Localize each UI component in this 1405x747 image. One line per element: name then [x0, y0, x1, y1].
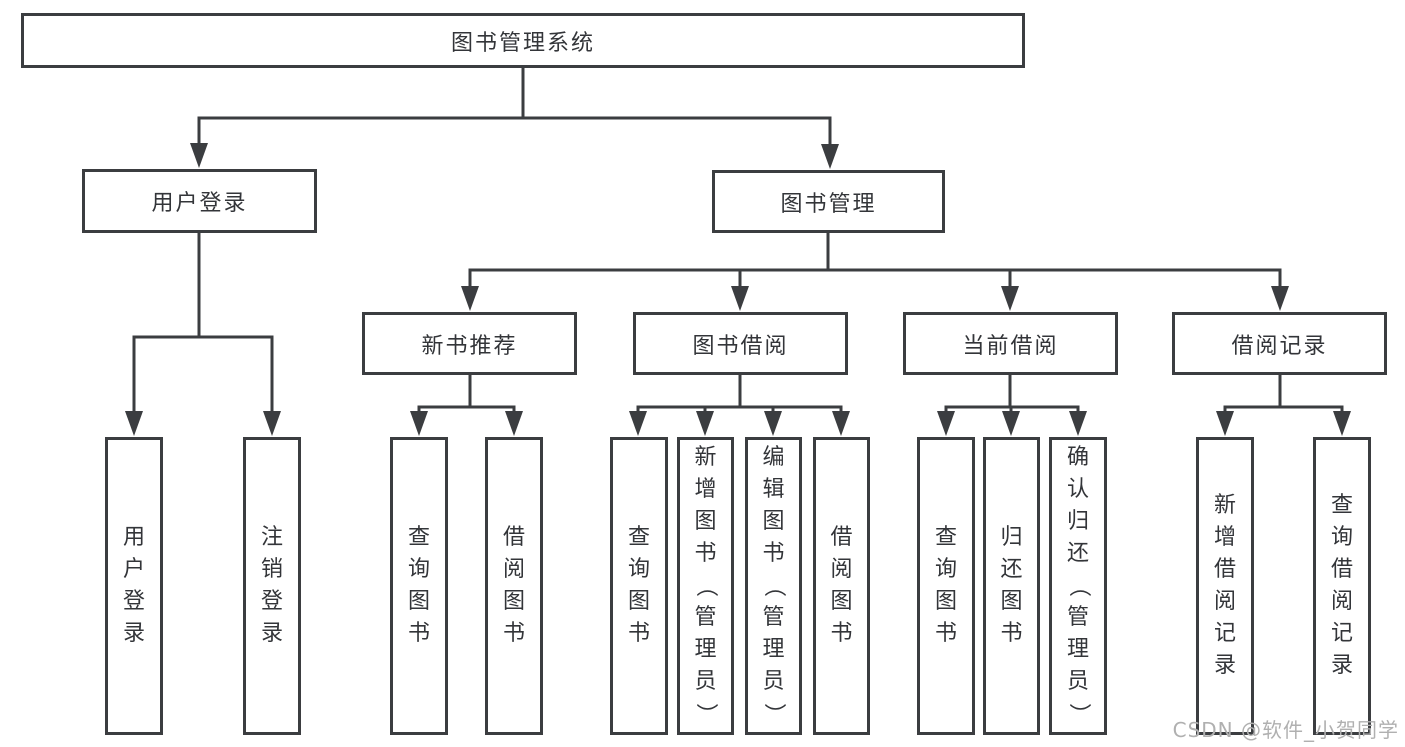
leaf-br-query-record: 查询借阅记录 [1313, 437, 1371, 735]
leaf-bb-query-books: 查询图书 [610, 437, 668, 735]
node-book-borrowing: 图书借阅 [633, 312, 848, 375]
node-new-book-recommend: 新书推荐 [362, 312, 577, 375]
leaf-cb-confirm-return-admin: 确认归还（管理员） [1049, 437, 1107, 735]
leaf-user-login: 用户登录 [105, 437, 163, 735]
leaf-br-add-record: 新增借阅记录 [1196, 437, 1254, 735]
leaf-cb-query-books: 查询图书 [917, 437, 975, 735]
leaf-cb-return-books: 归还图书 [983, 437, 1040, 735]
leaf-bb-edit-books-admin: 编辑图书（管理员） [745, 437, 802, 735]
leaf-bb-borrow-books: 借阅图书 [813, 437, 870, 735]
leaf-bb-add-books-admin: 新增图书（管理员） [677, 437, 734, 735]
csdn-watermark: CSDN @软件_小贺同学 [1172, 718, 1399, 742]
node-book-management: 图书管理 [712, 170, 945, 233]
node-borrowing-records: 借阅记录 [1172, 312, 1387, 375]
leaf-nbr-query-books: 查询图书 [390, 437, 448, 735]
node-user-login: 用户登录 [82, 169, 317, 233]
node-current-borrowing: 当前借阅 [903, 312, 1118, 375]
node-library-management-system: 图书管理系统 [21, 13, 1025, 68]
leaf-logout: 注销登录 [243, 437, 301, 735]
leaf-nbr-borrow-books: 借阅图书 [485, 437, 543, 735]
